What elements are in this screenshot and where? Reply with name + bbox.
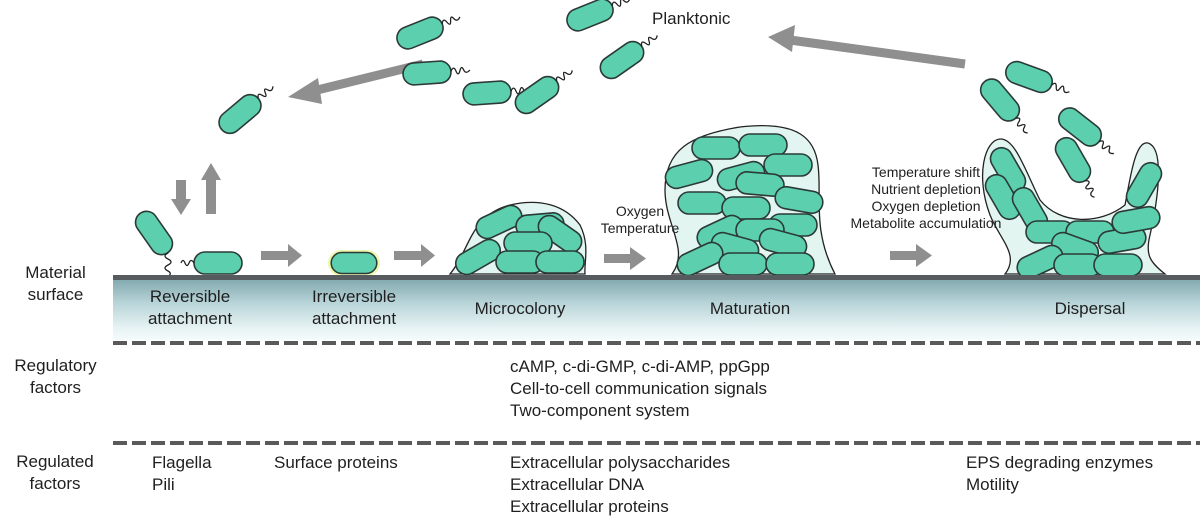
- regulatory-factor: Two-component system: [510, 401, 690, 420]
- condition-item: Temperature: [600, 220, 680, 236]
- condition-item: Oxygen: [615, 203, 665, 219]
- regulated-factor: Flagella: [152, 453, 212, 472]
- microcolony: [448, 201, 587, 280]
- regulated-factors-irreversible: Surface proteins: [274, 452, 398, 474]
- arrow-up-detach: [201, 163, 221, 214]
- regulated-factors-maturation: Extracellular polysaccharides Extracellu…: [510, 452, 730, 518]
- row-label-regulatory-factors: Regulatory factors: [8, 355, 103, 399]
- reversible-attachment-bacteria: [130, 206, 243, 277]
- regulated-factor: Extracellular DNA: [510, 475, 645, 494]
- arrow-to-dispersal: [890, 244, 932, 267]
- row-label-line: factors: [29, 378, 82, 397]
- arrow-to-microcolony: [394, 244, 435, 267]
- row-label-line: Regulated: [16, 452, 94, 471]
- arrow-to-maturation: [604, 247, 646, 270]
- regulated-factor: Pili: [152, 475, 175, 494]
- planktonic-label: Planktonic: [652, 9, 731, 28]
- dispersal-biofilm: [980, 138, 1167, 283]
- regulated-factor: EPS degrading enzymes: [966, 453, 1154, 472]
- regulated-factor: Surface proteins: [274, 453, 398, 472]
- regulatory-factor: cAMP, c-di-GMP, c-di-AMP, ppGpp: [510, 357, 770, 376]
- material-surface-line: [113, 275, 1200, 280]
- condition-item: Temperature shift: [871, 164, 981, 180]
- arrow-dispersal-to-planktonic: [768, 25, 966, 69]
- row-label-line: surface: [27, 285, 84, 304]
- stage-label-reversible: Reversible attachment: [130, 286, 250, 330]
- regulated-factors-reversible: Flagella Pili: [152, 452, 212, 496]
- stage-label-line: attachment: [147, 309, 233, 328]
- maturation-biofilm: [662, 125, 837, 280]
- stage-label-microcolony: Microcolony: [474, 299, 566, 318]
- condition-item: Oxygen depletion: [871, 198, 981, 214]
- divider-regulatory: [113, 341, 1200, 345]
- divider-regulated: [113, 441, 1200, 445]
- stage-label-maturation: Maturation: [709, 299, 791, 318]
- row-label-line: Material: [25, 263, 86, 282]
- row-label-line: Regulatory: [14, 356, 97, 375]
- regulated-factor: Extracellular polysaccharides: [510, 453, 731, 472]
- conditions-maturation-to-dispersal: Temperature shift Nutrient depletion Oxy…: [836, 164, 1016, 232]
- arrow-down-attach: [171, 180, 191, 215]
- stage-label-line: Irreversible: [311, 287, 397, 306]
- stage-label-dispersal: Dispersal: [1054, 299, 1126, 318]
- regulatory-factor: Cell-to-cell communication signals: [510, 379, 767, 398]
- regulated-factors-dispersal: EPS degrading enzymes Motility: [966, 452, 1153, 496]
- arrow-planktonic-to-surface: [288, 59, 425, 104]
- regulatory-factors-list: cAMP, c-di-GMP, c-di-AMP, ppGpp Cell-to-…: [510, 356, 770, 422]
- stage-label-line: attachment: [311, 309, 397, 328]
- condition-item: Nutrient depletion: [871, 181, 981, 197]
- condition-item: Metabolite accumulation: [850, 215, 1002, 231]
- row-label-line: factors: [29, 474, 81, 493]
- conditions-microcolony-to-maturation: Oxygen Temperature: [590, 203, 690, 237]
- stage-label-line: Reversible: [149, 287, 231, 306]
- irreversible-attachment-bacterium: [328, 250, 380, 276]
- regulated-factor: Motility: [966, 475, 1019, 494]
- stage-label-irreversible: Irreversible attachment: [294, 286, 414, 330]
- arrow-to-irreversible: [261, 244, 302, 267]
- row-label-regulated-factors: Regulated factors: [0, 451, 110, 495]
- row-label-material-surface: Material surface: [8, 262, 103, 306]
- material-surface-band: [113, 278, 1200, 340]
- regulated-factor: Extracellular proteins: [510, 497, 669, 516]
